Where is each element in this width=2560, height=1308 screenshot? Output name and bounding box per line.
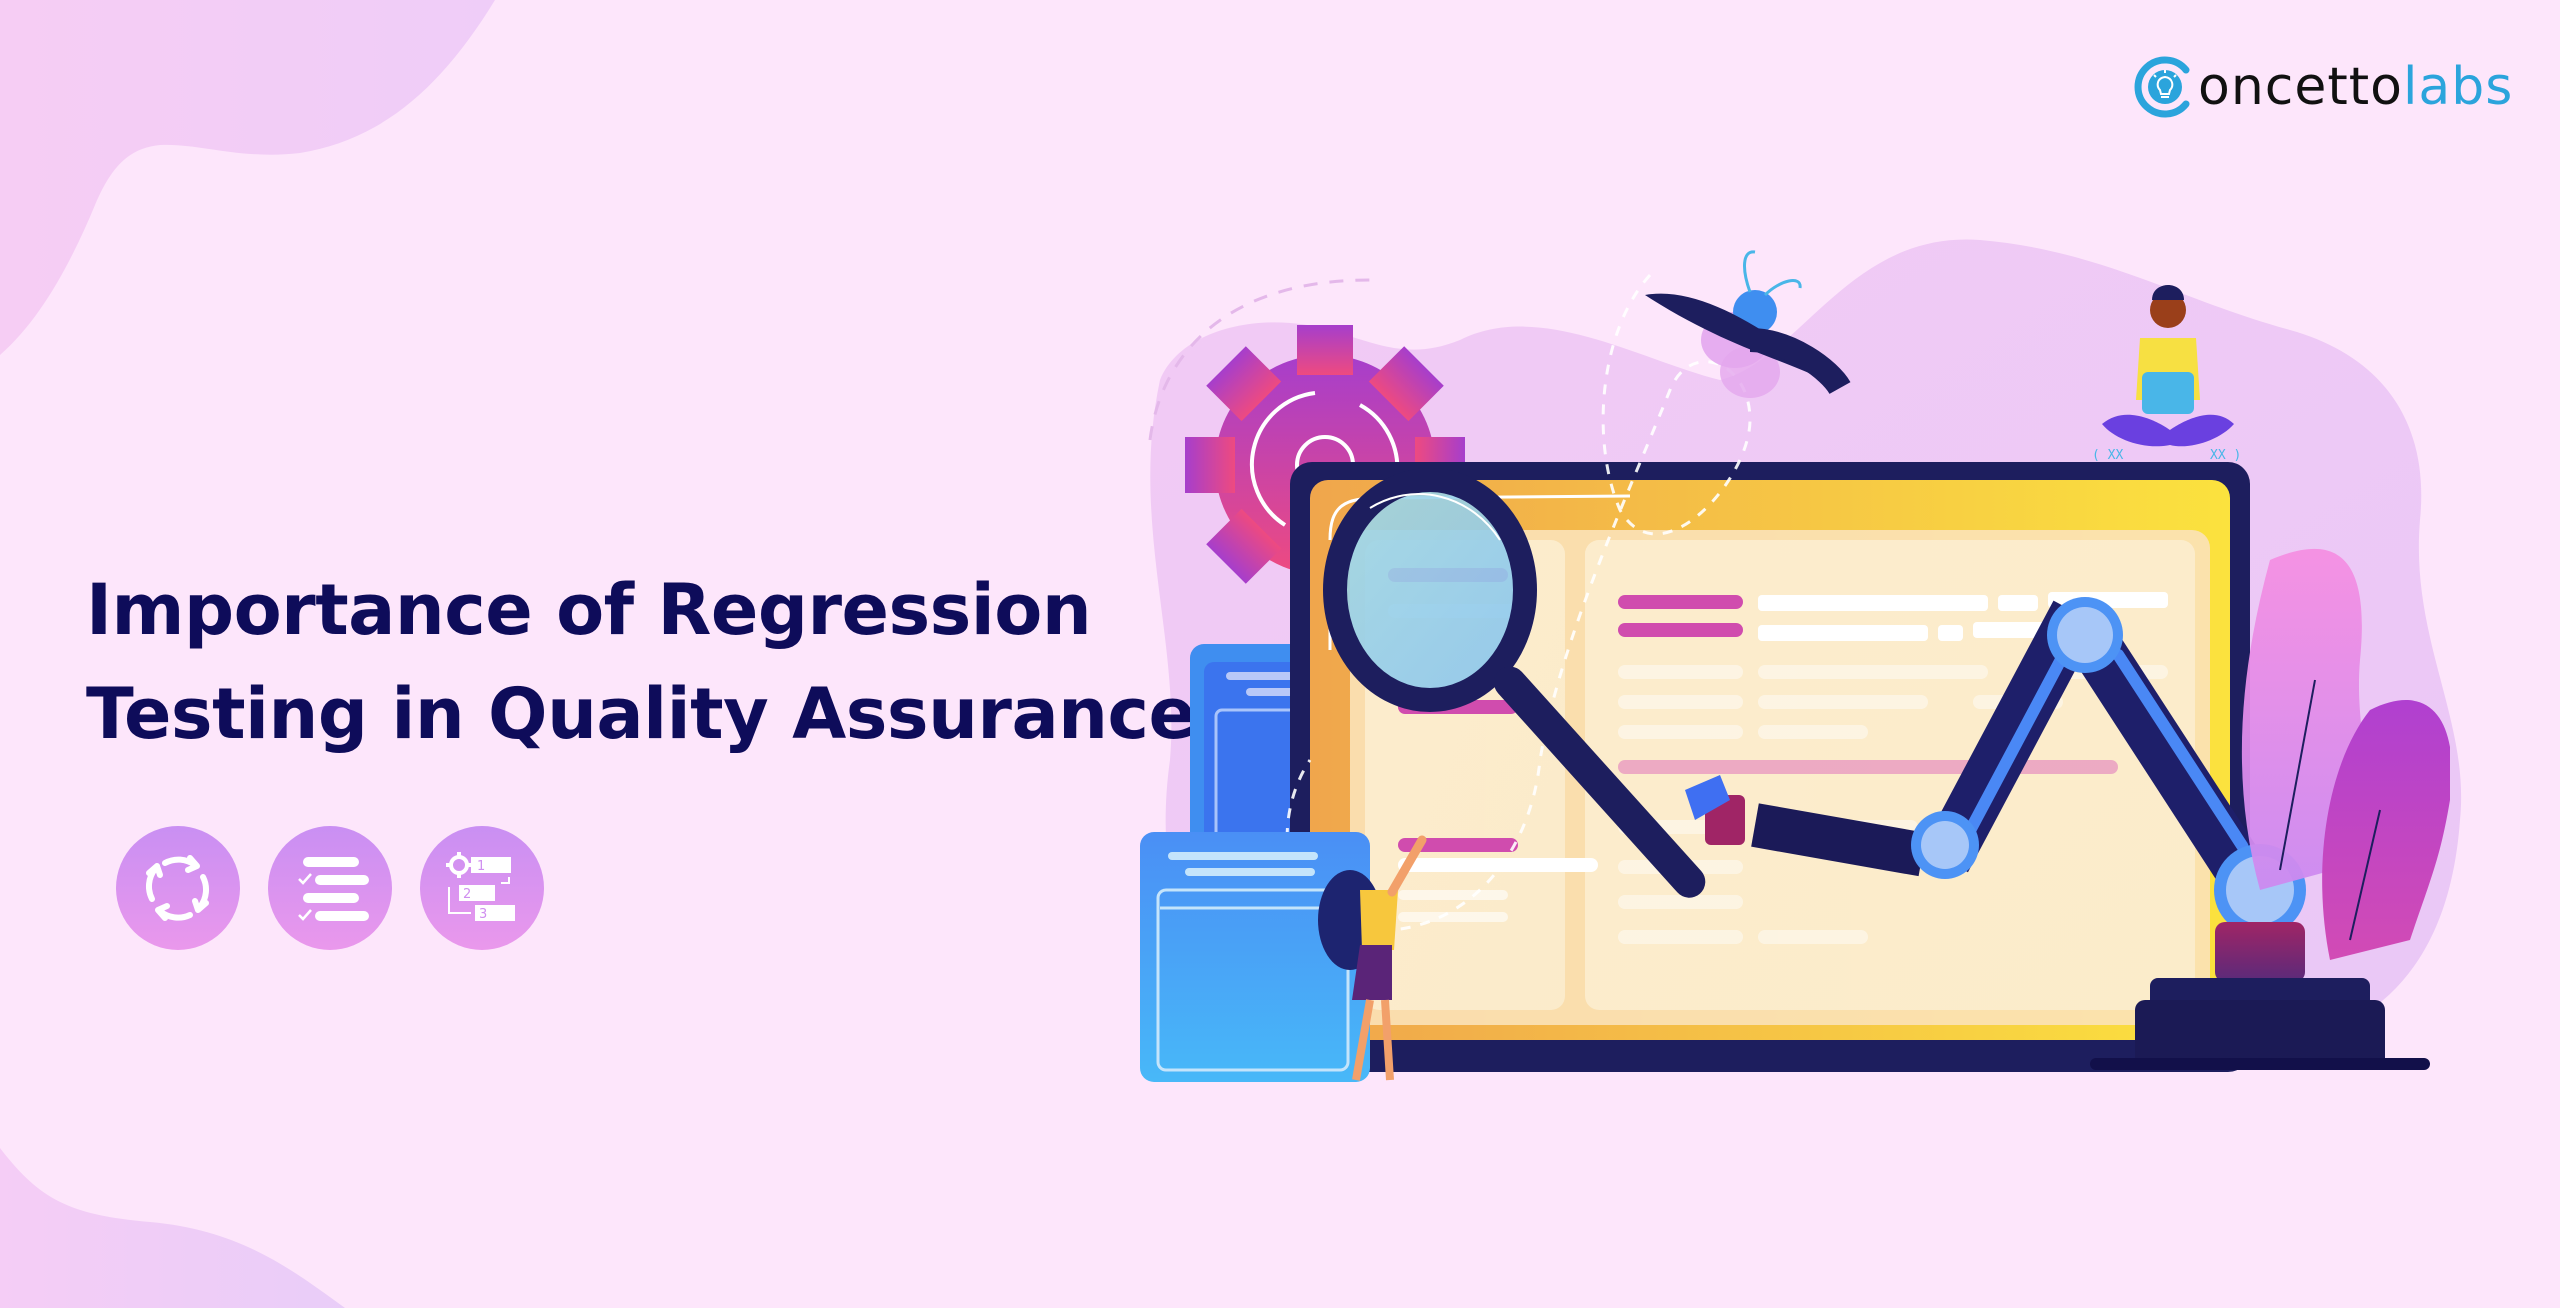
logo-suffix: labs bbox=[2402, 57, 2514, 117]
person-with-laptop bbox=[2102, 285, 2234, 447]
title-line-2: Testing in Quality Assurance bbox=[86, 673, 1196, 755]
title-line-1: Importance of Regression bbox=[86, 569, 1092, 651]
logo-prefix: oncetto bbox=[2198, 57, 2403, 117]
bezel-label-right: XX ) bbox=[2210, 448, 2241, 463]
bug-icon bbox=[1645, 250, 1851, 398]
document-panel-front bbox=[1140, 832, 1370, 1082]
magnifying-glass-icon bbox=[1323, 468, 1706, 898]
svg-text:2: 2 bbox=[463, 887, 471, 902]
bezel-label-left: ( XX bbox=[2092, 448, 2123, 463]
feature-badge-cycle bbox=[116, 826, 240, 950]
svg-text:3: 3 bbox=[479, 907, 487, 922]
logo-wordmark: oncettolabs bbox=[2198, 61, 2513, 113]
woman-figure bbox=[1318, 835, 1427, 1081]
feature-icon-row: 1 2 3 bbox=[116, 826, 544, 950]
feature-badge-checklist bbox=[268, 826, 392, 950]
regression-testing-illustration: ( XX XX ) bbox=[1140, 250, 2450, 1082]
lightbulb-c-icon bbox=[2134, 56, 2190, 118]
checklist-icon bbox=[298, 857, 369, 921]
page-title: Importance of Regression Testing in Qual… bbox=[86, 558, 1196, 766]
svg-text:1: 1 bbox=[477, 859, 485, 874]
cycle-arrows-icon bbox=[146, 855, 209, 921]
brand-logo[interactable]: oncettolabs bbox=[2134, 52, 2513, 122]
feature-badge-steps: 1 2 3 bbox=[420, 826, 544, 950]
numbered-steps-gear-icon: 1 2 3 bbox=[446, 852, 515, 922]
